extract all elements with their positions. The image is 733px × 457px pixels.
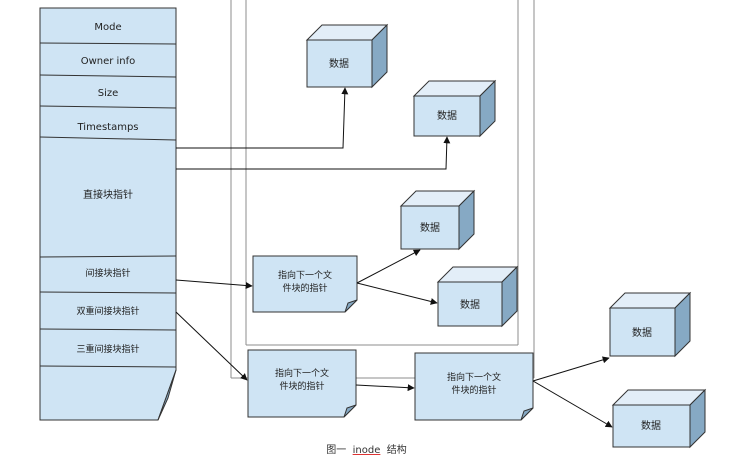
arrow-direct-to-data-2: [176, 136, 451, 170]
pointer-block-text-line1: 指向下一个文: [275, 367, 329, 379]
data-block-label: 数据: [632, 326, 652, 339]
data-block-3: 数据: [399, 189, 476, 251]
arrow-pointer-to-data-6: [532, 380, 613, 428]
data-block-2: 数据: [412, 79, 497, 138]
data-block-label: 数据: [437, 109, 457, 122]
inode-field-timestamps: Timestamps: [76, 122, 138, 133]
pointer-block-text-line1: 指向下一个文: [447, 371, 501, 383]
inode-field-owner: Owner info: [81, 56, 136, 67]
data-block-label: 数据: [641, 419, 661, 432]
data-block-label: 数据: [460, 298, 480, 311]
data-block-label: 数据: [329, 57, 349, 70]
data-block-label: 数据: [420, 221, 440, 234]
inode-field-indirect: 间接块指针: [85, 267, 130, 279]
arrow-pointer-to-pointer: [355, 384, 415, 392]
data-block-5: 数据: [608, 291, 692, 358]
arrow-double-to-pointer: [175, 311, 248, 381]
inode-field-triple-indirect: 三重间接块指针: [76, 343, 139, 355]
inode-field-labels: Mode Owner info Size Timestamps 直接块指针 间接…: [76, 22, 139, 355]
pointer-block-text-line2: 件块的指针: [282, 282, 327, 294]
connectors: [175, 87, 613, 428]
data-block-6: 数据: [611, 388, 707, 449]
caption-prefix: 图一: [326, 445, 347, 456]
inode-table: [39, 7, 177, 421]
arrow-direct-to-data-1: [176, 87, 349, 149]
data-block-4: 数据: [436, 265, 519, 328]
data-block-1: 数据: [305, 23, 389, 89]
inode-field-direct: 直接块指针: [83, 188, 133, 201]
inode-field-double-indirect: 双重间接块指针: [76, 305, 139, 317]
inode-field-mode: Mode: [94, 22, 121, 33]
arrow-indirect-to-pointer: [175, 279, 253, 289]
inode-field-size: Size: [98, 88, 119, 99]
pointer-block-text-line2: 件块的指针: [451, 384, 496, 396]
caption-keyword: inode: [352, 445, 381, 456]
pointer-block-text-line1: 指向下一个文: [278, 269, 332, 281]
arrow-pointer-to-data-4: [356, 282, 438, 305]
caption-suffix: 结构: [386, 445, 407, 456]
pointer-block-text-line2: 件块的指针: [279, 380, 324, 392]
figure-caption: 图一 inode 结构: [0, 441, 733, 456]
pointer-block-1: 指向下一个文 件块的指针: [252, 255, 358, 313]
arrow-pointer-to-data-3: [356, 249, 421, 284]
pointer-block-3: 指向下一个文 件块的指针: [414, 352, 534, 421]
pointer-block-2: 指向下一个文 件块的指针: [247, 349, 357, 418]
arrow-pointer-to-data-5: [532, 356, 610, 382]
